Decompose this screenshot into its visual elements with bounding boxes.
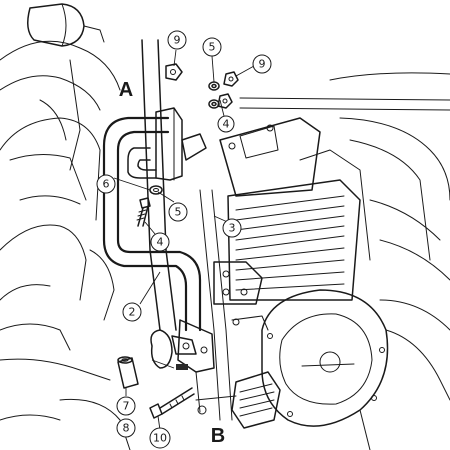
callout-label: 4 bbox=[223, 118, 230, 131]
engine-cylinder bbox=[219, 117, 450, 301]
washer-mid bbox=[149, 185, 163, 195]
label-a: A bbox=[119, 79, 133, 101]
frame-down-tube bbox=[141, 39, 233, 421]
footpeg bbox=[195, 371, 281, 429]
callout-label: 3 bbox=[229, 222, 236, 235]
hardware bbox=[117, 63, 239, 419]
washer-top bbox=[208, 81, 220, 109]
lower-bracket bbox=[0, 329, 173, 450]
callout-label: 9 bbox=[174, 34, 181, 47]
callout-label: 8 bbox=[123, 422, 130, 435]
callout-9-top-right: 9 bbox=[252, 54, 272, 74]
callout-3: 3 bbox=[222, 218, 242, 238]
callout-5-top: 5 bbox=[202, 37, 222, 57]
motorcycle-outline bbox=[0, 3, 450, 450]
callout-6: 6 bbox=[96, 174, 116, 194]
crash-bar bbox=[102, 107, 238, 413]
turn-signal bbox=[27, 3, 105, 47]
callout-label: 10 bbox=[153, 432, 167, 445]
label-b: B bbox=[211, 425, 225, 447]
callout-8: 8 bbox=[116, 418, 136, 438]
callout-label: 4 bbox=[157, 236, 164, 249]
frame-left bbox=[0, 40, 121, 351]
callout-7: 7 bbox=[116, 396, 136, 416]
clutch-cover bbox=[261, 289, 450, 450]
callout-label: 7 bbox=[123, 400, 130, 413]
nut-top-left bbox=[165, 63, 183, 81]
callout-label: 6 bbox=[103, 178, 110, 191]
nut-top-right bbox=[217, 71, 239, 109]
engine-mount-plate bbox=[213, 261, 269, 331]
spacer bbox=[117, 356, 139, 389]
callout-label: 5 bbox=[209, 41, 216, 54]
callout-5-mid: 5 bbox=[168, 202, 188, 222]
callout-4-mid: 4 bbox=[150, 232, 170, 252]
callout-label: 5 bbox=[175, 206, 182, 219]
bolt-mid bbox=[136, 197, 151, 227]
frame-top bbox=[239, 72, 450, 111]
callout-9-top-left: 9 bbox=[167, 30, 187, 50]
callout-2: 2 bbox=[122, 302, 142, 322]
callout-label: 9 bbox=[259, 58, 266, 71]
callout-4-top: 4 bbox=[217, 115, 235, 133]
callout-label: 2 bbox=[129, 306, 136, 319]
callout-10: 10 bbox=[149, 427, 171, 449]
long-bolt bbox=[149, 387, 195, 419]
